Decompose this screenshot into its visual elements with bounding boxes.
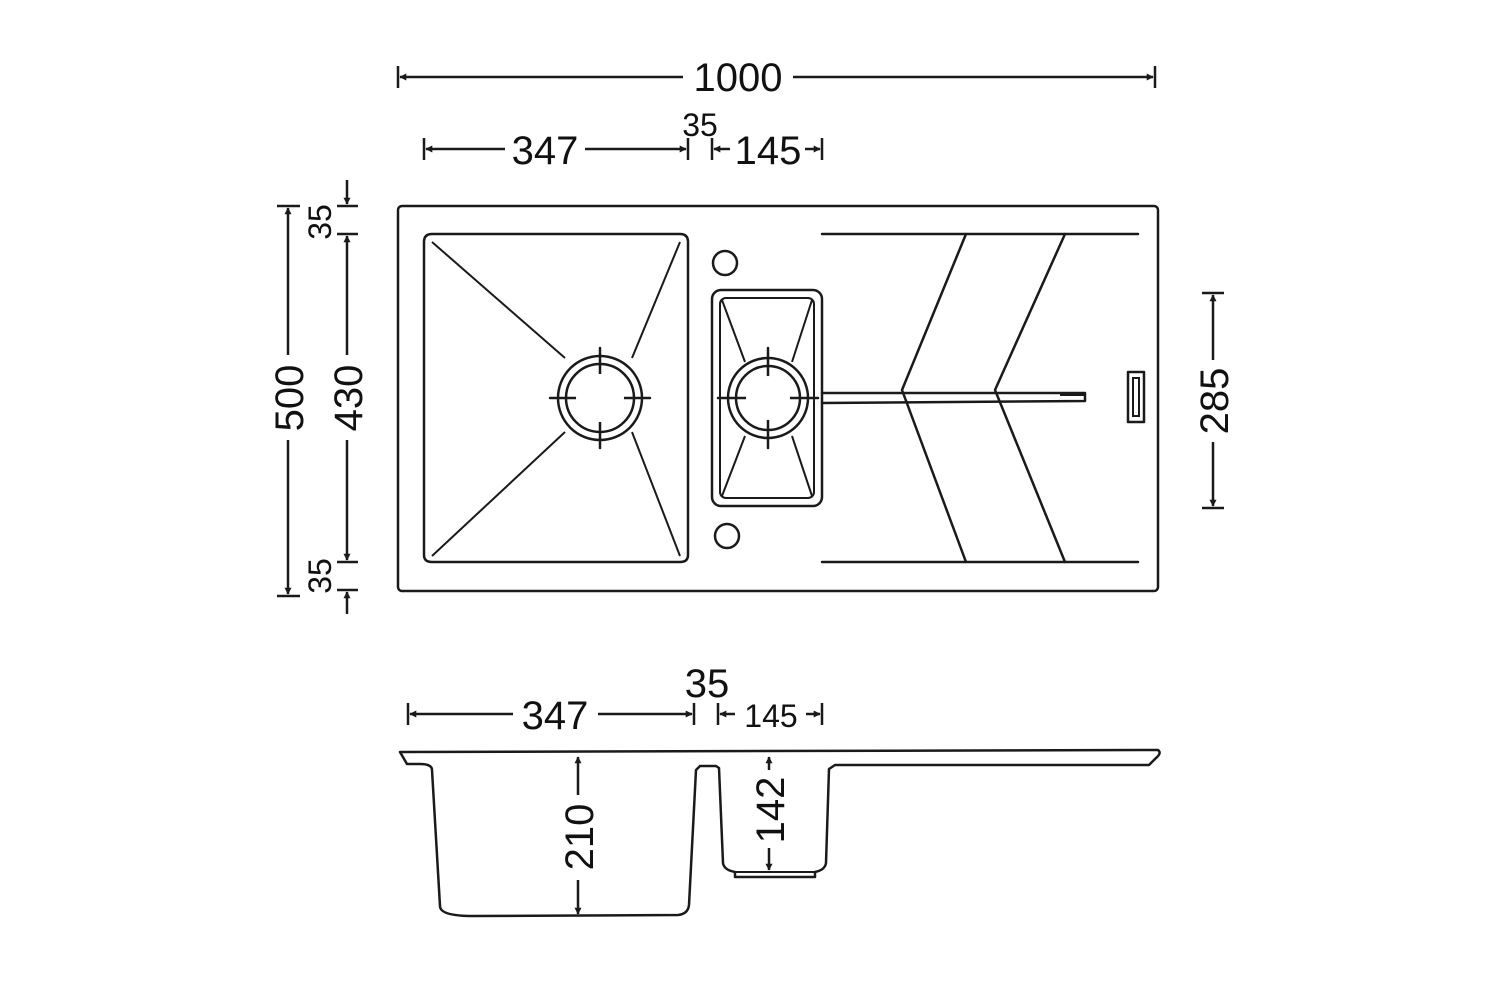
section-view <box>398 748 1161 918</box>
section-profile <box>398 748 1161 918</box>
dim-overall-depth: 500 <box>268 204 312 598</box>
top-small-bowl-width-label: 145 <box>735 129 802 173</box>
section-small-bowl-width-label: 145 <box>744 698 797 734</box>
small-bowl-depth-label: 285 <box>1193 368 1237 435</box>
large-bowl <box>422 232 690 564</box>
bowl-depth-label: 430 <box>327 365 371 432</box>
tap-hole-bottom <box>713 522 741 550</box>
top-divider-width-label: 35 <box>682 107 718 143</box>
top-view <box>396 204 1160 593</box>
dim-small-bowl-depth: 285 <box>1193 291 1237 510</box>
large-bowl-drain <box>548 346 652 450</box>
drainer-board <box>820 232 1140 564</box>
dim-top-bowl-widths: 347 35 145 <box>422 107 824 173</box>
sink-outline <box>396 204 1160 593</box>
rim-top-label: 35 <box>302 204 338 240</box>
small-bowl <box>710 288 824 508</box>
rim-bottom-label: 35 <box>302 558 338 594</box>
overflow-slot <box>1126 370 1146 424</box>
section-small-bowl-height-label: 142 <box>749 777 793 844</box>
dim-section-heights: 210 142 <box>558 756 793 915</box>
small-bowl-drain <box>716 346 820 450</box>
top-bowl-width-label: 347 <box>512 129 579 173</box>
dim-bowl-depth: 430 35 35 <box>302 180 371 614</box>
dim-overall-width: 1000 <box>396 56 1157 100</box>
section-bowl-height-label: 210 <box>558 804 602 871</box>
overall-depth-label: 500 <box>268 365 312 432</box>
section-divider-width-label: 35 <box>685 662 730 706</box>
section-bowl-width-label: 347 <box>522 694 589 738</box>
dim-section-bowl-widths: 347 35 145 <box>406 662 824 738</box>
overall-width-label: 1000 <box>694 56 783 100</box>
tap-hole-top <box>711 249 739 277</box>
